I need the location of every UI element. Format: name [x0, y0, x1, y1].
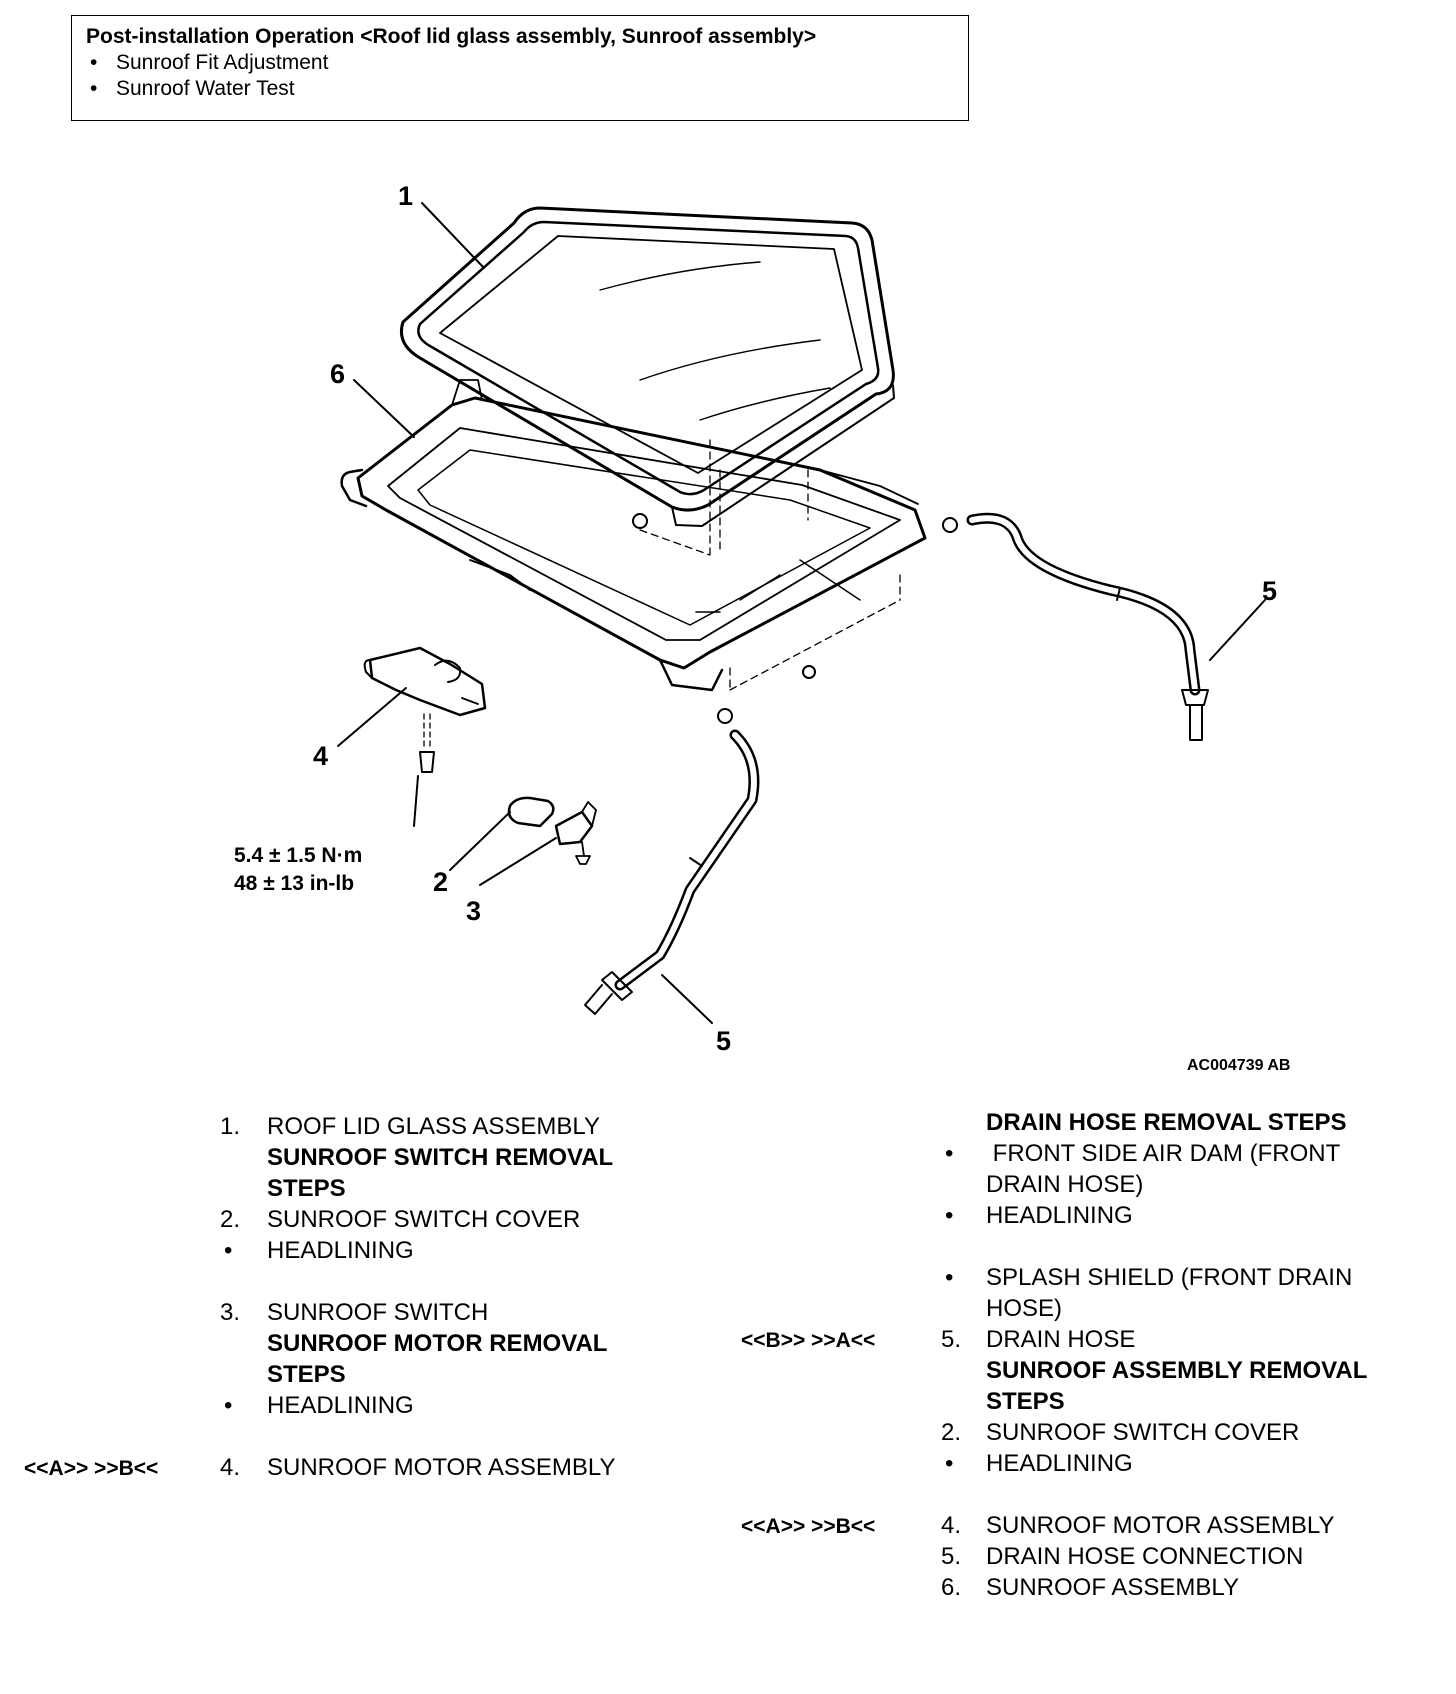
list-item: <<A>> >>B<< 4. SUNROOF MOTOR ASSEMBLY [741, 1510, 1411, 1541]
roof-lid-glass [399, 206, 895, 527]
list-item: • HEADLINING [224, 1392, 414, 1419]
bullet: • [90, 77, 98, 100]
torque-metric: 5.4 ± 1.5 N·m [234, 844, 362, 867]
callout-4: 4 [313, 741, 328, 771]
post-installation-note: Post-installation Operation <Roof lid gl… [71, 15, 969, 121]
drain-hose-right [966, 512, 1209, 741]
drain-hose-front [584, 729, 760, 1015]
list-item: • FRONT SIDE AIR DAM (FRONT DRAIN HOSE) [945, 1140, 1347, 1198]
list-item: • HEADLINING [224, 1237, 414, 1264]
left-parts-list: 1. ROOF LID GLASS ASSEMBLY SUNROOF SWITC… [24, 1111, 680, 1483]
callout-5-front: 5 [716, 1026, 731, 1056]
procedure-ref: <<B>> >>A<< [741, 1329, 876, 1352]
list-item: • SPLASH SHIELD (FRONT DRAIN HOSE) [945, 1264, 1353, 1322]
sunroof-exploded-diagram: 1 6 5 4 2 3 5 5.4 ± 1.5 N·m 48 ± 13 in-l… [234, 181, 1290, 1074]
list-item: 3. SUNROOF SWITCH [220, 1299, 489, 1326]
list-item: <<A>> >>B<< 4. SUNROOF MOTOR ASSEMBLY [24, 1452, 680, 1483]
callout-2: 2 [433, 867, 448, 897]
list-item: <<B>> >>A<< 5. DRAIN HOSE [741, 1324, 1411, 1355]
list-item: • HEADLINING [945, 1202, 1133, 1229]
figure-code: AC004739 AB [1187, 1057, 1290, 1074]
leader-lines [337, 202, 1266, 1024]
section-heading: SUNROOF MOTOR REMOVAL STEPS [267, 1330, 608, 1388]
note-title: Post-installation Operation <Roof lid gl… [86, 25, 817, 48]
callout-5-right: 5 [1262, 576, 1277, 606]
procedure-ref: <<A>> >>B<< [741, 1515, 876, 1538]
note-item-text: Sunroof Water Test [116, 77, 295, 100]
procedure-ref: <<A>> >>B<< [24, 1457, 159, 1480]
sunroof-frame [340, 379, 958, 724]
callout-3: 3 [466, 896, 481, 926]
section-heading: DRAIN HOSE REMOVAL STEPS [986, 1109, 1347, 1136]
sunroof-motor [363, 646, 487, 773]
bullet: • [90, 51, 98, 74]
section-heading: SUNROOF SWITCH REMOVAL STEPS [267, 1144, 613, 1202]
sunroof-switch-cover [507, 796, 555, 828]
note-item: • Sunroof Fit Adjustment [86, 50, 954, 76]
sunroof-switch [554, 801, 597, 865]
torque-imperial: 48 ± 13 in-lb [234, 872, 354, 895]
list-item: 1. ROOF LID GLASS ASSEMBLY [220, 1113, 600, 1140]
list-item: • HEADLINING [945, 1450, 1133, 1477]
note-item: • Sunroof Water Test [86, 76, 954, 102]
list-item: 6. SUNROOF ASSEMBLY [941, 1574, 1239, 1601]
callout-6: 6 [330, 359, 345, 389]
list-item: 5. DRAIN HOSE CONNECTION [941, 1543, 1304, 1570]
list-item: 2. SUNROOF SWITCH COVER [941, 1419, 1300, 1446]
section-heading: SUNROOF ASSEMBLY REMOVAL STEPS [986, 1357, 1367, 1415]
right-parts-list: DRAIN HOSE REMOVAL STEPS • FRONT SIDE AI… [741, 1107, 1411, 1603]
note-item-text: Sunroof Fit Adjustment [116, 51, 329, 74]
callout-1: 1 [398, 181, 413, 211]
list-item: 2. SUNROOF SWITCH COVER [220, 1206, 581, 1233]
